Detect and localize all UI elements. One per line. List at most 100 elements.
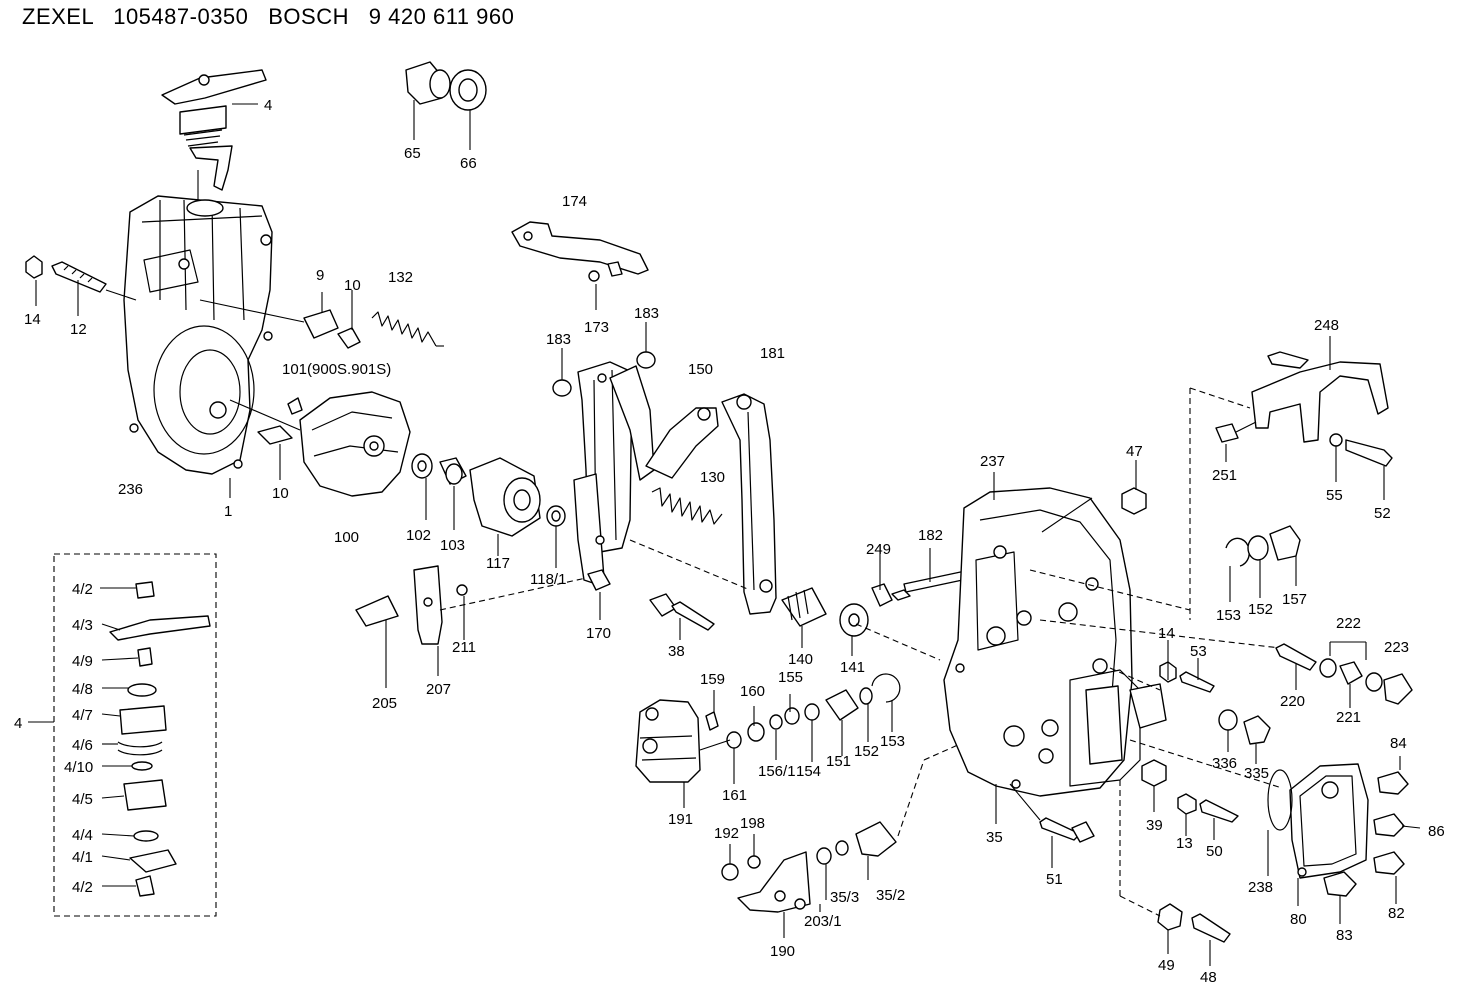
callout-190: 190 bbox=[770, 943, 795, 960]
callout-100: 100 bbox=[334, 529, 359, 546]
callout-223: 223 bbox=[1384, 639, 1409, 656]
callout-53: 53 bbox=[1190, 643, 1207, 660]
callout-10: 10 bbox=[344, 277, 361, 294]
part-205-207-shaft bbox=[355, 565, 587, 645]
callout-4-group: 4 bbox=[14, 715, 22, 732]
callout-50: 50 bbox=[1206, 843, 1223, 860]
part-1-governor-housing bbox=[123, 195, 273, 475]
callout-159: 159 bbox=[700, 671, 725, 688]
callout-103: 103 bbox=[440, 537, 465, 554]
callout-4-1: 4/1 bbox=[72, 849, 93, 866]
callout-160: 160 bbox=[740, 683, 765, 700]
callout-249: 249 bbox=[866, 541, 891, 558]
callout-4-8: 4/8 bbox=[72, 681, 93, 698]
callout-191: 191 bbox=[668, 811, 693, 828]
part-47-plug bbox=[1121, 487, 1147, 515]
callout-192: 192 bbox=[714, 825, 739, 842]
callout-47: 47 bbox=[1126, 443, 1143, 460]
callout-236: 236 bbox=[118, 481, 143, 498]
callout-14: 14 bbox=[24, 311, 41, 328]
part-80-cover bbox=[1129, 739, 1409, 897]
callout-13: 13 bbox=[1176, 835, 1193, 852]
callout-130: 130 bbox=[700, 469, 725, 486]
callout-181: 181 bbox=[760, 345, 785, 362]
part-191-block bbox=[635, 673, 901, 783]
callout-48: 48 bbox=[1200, 969, 1217, 986]
callout-170: 170 bbox=[586, 625, 611, 642]
callout-141: 141 bbox=[840, 659, 865, 676]
part-190-bracket bbox=[721, 743, 961, 913]
callout-86: 86 bbox=[1428, 823, 1445, 840]
callout-182: 182 bbox=[918, 527, 943, 544]
callout-336: 336 bbox=[1212, 755, 1237, 772]
part-9-10-bracket-screw bbox=[199, 299, 361, 349]
callout-150: 150 bbox=[688, 361, 713, 378]
callout-10-b: 10 bbox=[272, 485, 289, 502]
callout-38: 38 bbox=[668, 643, 685, 660]
callout-151: 151 bbox=[826, 753, 851, 770]
callout-173: 173 bbox=[584, 319, 609, 336]
part-130-spring bbox=[651, 487, 723, 525]
part-65-66-nut-washer bbox=[405, 61, 487, 150]
callout-155: 155 bbox=[778, 669, 803, 686]
callout-83: 83 bbox=[1336, 927, 1353, 944]
part-132-spring bbox=[371, 311, 444, 347]
callout-9: 9 bbox=[316, 267, 324, 284]
callout-35: 35 bbox=[986, 829, 1003, 846]
callout-156-1: 156/1 bbox=[758, 763, 796, 780]
callout-221: 221 bbox=[1336, 709, 1361, 726]
callout-65: 65 bbox=[404, 145, 421, 162]
callout-335: 335 bbox=[1244, 765, 1269, 782]
callout-101: 101(900S.901S) bbox=[282, 361, 391, 378]
part-237-pump-body bbox=[943, 487, 1281, 797]
callout-198: 198 bbox=[740, 815, 765, 832]
callout-4-6: 4/6 bbox=[72, 737, 93, 754]
callout-118-1: 118/1 bbox=[530, 571, 566, 588]
part-14-12-bolt bbox=[25, 255, 137, 301]
callout-152: 152 bbox=[1248, 601, 1273, 618]
part-53-screw bbox=[1159, 661, 1271, 745]
part-248-bracket bbox=[1189, 351, 1393, 620]
callout-39: 39 bbox=[1146, 817, 1163, 834]
callout-154: 154 bbox=[796, 763, 821, 780]
callout-102: 102 bbox=[406, 527, 431, 544]
part-102-117-sleeve bbox=[411, 453, 566, 537]
callout-174: 174 bbox=[562, 193, 587, 210]
callout-207: 207 bbox=[426, 681, 451, 698]
callout-211: 211 bbox=[452, 639, 476, 656]
inset-part-4-breakdown bbox=[28, 553, 217, 917]
callout-132: 132 bbox=[388, 269, 413, 286]
callout-4: 4 bbox=[264, 97, 272, 114]
part-170-lever bbox=[552, 351, 656, 591]
callout-4-2-a: 4/2 bbox=[72, 581, 93, 598]
callout-248: 248 bbox=[1314, 317, 1339, 334]
callout-12: 12 bbox=[70, 321, 87, 338]
callout-183-a: 183 bbox=[546, 331, 571, 348]
callout-80: 80 bbox=[1290, 911, 1307, 928]
callout-4-3: 4/3 bbox=[72, 617, 93, 634]
part-39-13-50-fasteners bbox=[1119, 759, 1239, 943]
part-51-bolt bbox=[1009, 783, 1095, 843]
callout-140: 140 bbox=[788, 651, 813, 668]
callout-222: 222 bbox=[1336, 615, 1361, 632]
part-220-223-screw-set bbox=[1275, 641, 1413, 705]
page-title: ZEXEL 105487-0350 BOSCH 9 420 611 960 bbox=[22, 4, 515, 29]
callout-152-b: 152 bbox=[854, 743, 879, 760]
callout-55: 55 bbox=[1326, 487, 1343, 504]
part-157-plug bbox=[1225, 525, 1301, 567]
callout-84: 84 bbox=[1390, 735, 1407, 752]
callout-49: 49 bbox=[1158, 957, 1175, 974]
callout-4-2-b: 4/2 bbox=[72, 879, 93, 896]
callout-251: 251 bbox=[1212, 467, 1237, 484]
callout-161: 161 bbox=[722, 787, 747, 804]
callout-157: 157 bbox=[1282, 591, 1307, 608]
callout-4-5: 4/5 bbox=[72, 791, 93, 808]
callout-35-3: 35/3 bbox=[830, 889, 859, 906]
callout-labels: 4 65 66 174 14 12 9 10 132 173 183 183 1… bbox=[14, 97, 1445, 986]
callout-183-b: 183 bbox=[634, 305, 659, 322]
part-181-lever bbox=[629, 393, 777, 615]
callout-205: 205 bbox=[372, 695, 397, 712]
callout-1: 1 bbox=[224, 503, 232, 520]
callout-117: 117 bbox=[486, 555, 510, 572]
